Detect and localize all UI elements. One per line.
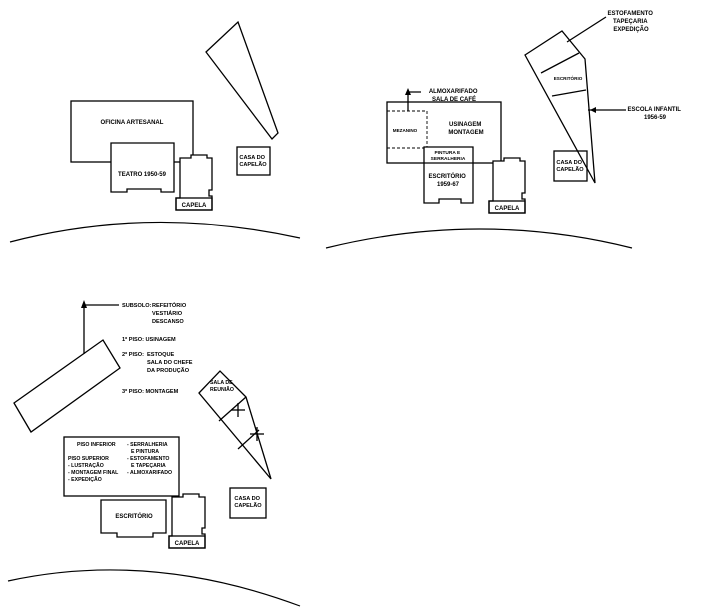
label-oficina-artesanal: OFICINA ARTESANAL <box>101 120 164 126</box>
teatro-building <box>110 142 175 193</box>
label-escritorio-small: ESCRITÓRIO <box>554 74 583 81</box>
panel-1967: SUBSOLO: REFEITÓRIO VESTIÁRIO DESCANSO 1… <box>7 300 301 607</box>
label-escritorio-1959-67: ESCRITÓRIO 1959-67 <box>428 172 467 188</box>
label-subsolo: SUBSOLO: REFEITÓRIO VESTIÁRIO DESCANSO <box>122 301 188 325</box>
label-piso-inferior: PISO INFERIOR - SERRALHERIA E PINTURA - … <box>77 442 172 476</box>
escola-arrow-head <box>590 107 596 113</box>
workshop-building <box>63 436 180 497</box>
subsolo-leader-line <box>83 304 119 354</box>
label-pintura-serralheria: PINTURA E SERRALHERIA <box>431 150 466 162</box>
label-piso-2: 2º PISO: ESTOQUE SALA DO CHEFE DA PRODUÇ… <box>122 352 194 374</box>
label-casa-do-capelao: CASA DO CAPELÃO <box>239 155 267 168</box>
capela-label-box <box>168 535 206 549</box>
triangular-building-outline <box>205 20 279 140</box>
subsolo-arrow-head <box>81 300 87 308</box>
capela-building <box>175 154 213 211</box>
label-almoxarifado: ALMOXARIFADO SALA DE CAFÉ <box>429 89 479 103</box>
label-capela: CAPELA <box>495 206 520 212</box>
diagonal-production-building <box>13 339 121 433</box>
casa-do-capelao-building <box>553 150 588 182</box>
partition-line <box>237 429 260 450</box>
partition-line <box>540 52 580 74</box>
road-curve <box>325 228 633 249</box>
escritorio-building <box>100 499 167 538</box>
label-estofamento: ESTOFAMENTO TAPEÇARIA EXPEDIÇÃO <box>607 11 654 33</box>
escritorio-1959-67-building <box>423 146 474 204</box>
expanded-triangular-building <box>524 30 596 184</box>
panel-1950-59: OFICINA ARTESANAL TEATRO 1950-59 CAPELA … <box>9 20 301 243</box>
capela-building <box>168 493 206 549</box>
label-capela: CAPELA <box>182 203 207 209</box>
capela-label-box <box>488 200 526 214</box>
casa-do-capelao-building <box>236 146 271 176</box>
label-capela: CAPELA <box>175 541 200 547</box>
label-teatro: TEATRO 1950-59 <box>118 172 167 178</box>
label-casa-do-capelao: CASA DO CAPELÃO <box>556 160 584 173</box>
label-casa-do-capelao: CASA DO CAPELÃO <box>234 496 262 509</box>
capela-building <box>488 157 526 214</box>
road-curve <box>7 569 301 607</box>
label-sala-de-reuniao: SALA DE REUNIÃO <box>210 380 234 393</box>
almoxarifado-arrow-head <box>405 88 411 95</box>
label-escola-infantil: ESCOLA INFANTIL 1956-59 <box>627 107 682 121</box>
panel-1956-67: ESTOFAMENTO TAPEÇARIA EXPEDIÇÃO ESCRITÓR… <box>325 11 682 249</box>
label-escritorio: ESCRITÓRIO <box>115 512 153 520</box>
estofamento-leader-line <box>566 16 607 43</box>
label-mezanino: MEZANINO <box>393 128 418 133</box>
label-piso-3: 3º PISO: MONTAGEM <box>122 389 179 395</box>
label-piso-1: 1º PISO: USINAGEM <box>122 337 176 343</box>
label-usinagem-montagem: USINAGEM MONTAGEM <box>448 122 483 136</box>
partition-line <box>551 89 587 97</box>
label-piso-superior: PISO SUPERIOR - LUSTRAÇÃO - MONTAGEM FIN… <box>68 456 120 483</box>
partition-line <box>218 396 247 422</box>
road-curve <box>9 221 301 243</box>
capela-label-box <box>175 197 213 211</box>
casa-do-capelao-building <box>229 487 267 519</box>
